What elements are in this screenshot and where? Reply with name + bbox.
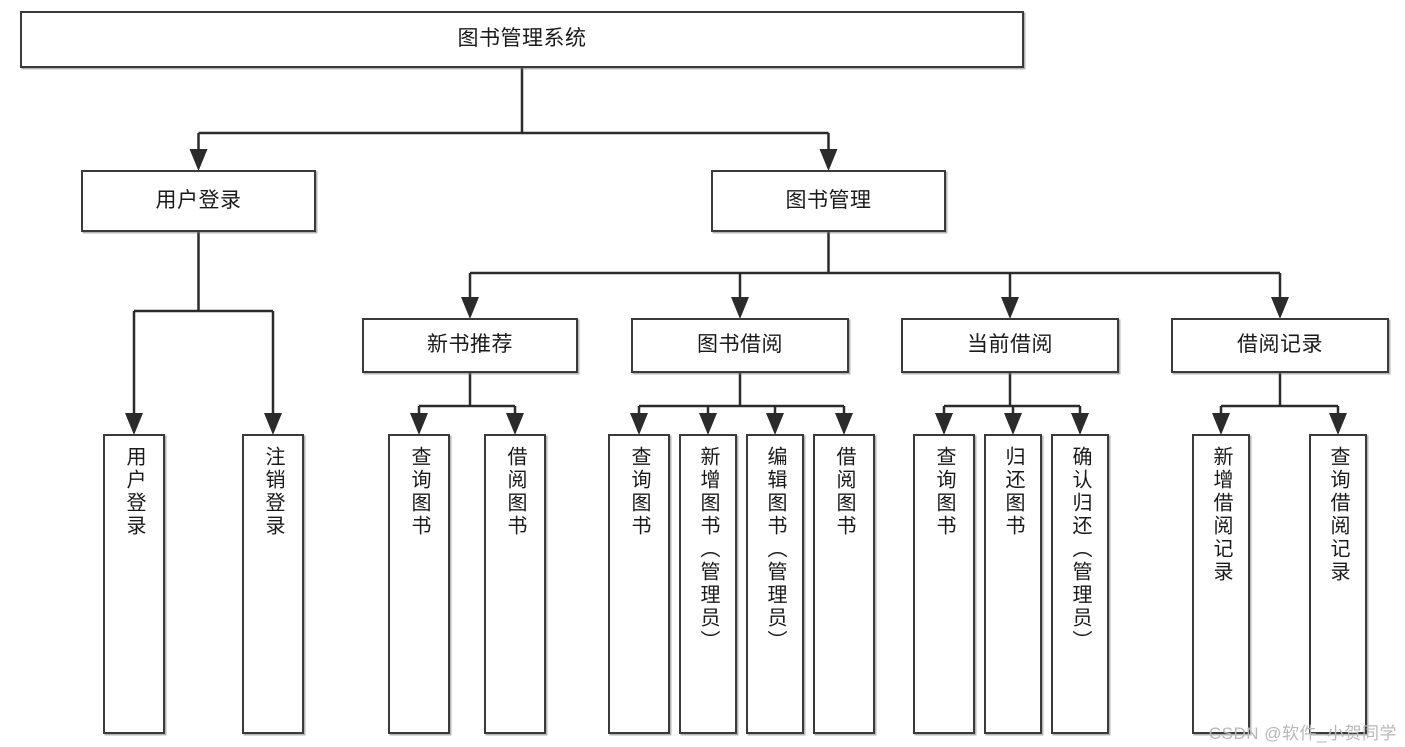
node-bookmgmt[interactable]: 图书管理 [711,170,946,232]
node-label: 归还图书 [1002,446,1024,538]
node-leaf-cur-confirm[interactable]: 确认归还（管理员） [1051,434,1109,734]
node-borrow[interactable]: 图书借阅 [631,318,849,373]
node-leaf-rec-query[interactable]: 查询借阅记录 [1309,434,1367,734]
arrowhead-icon [1271,297,1289,319]
arrowhead-icon [1004,413,1022,435]
node-label: 新增借阅记录 [1210,446,1232,584]
node-records[interactable]: 借阅记录 [1171,318,1389,373]
node-label: 新增图书（管理员） [697,446,719,653]
node-leaf-user-logout[interactable]: 注销登录 [242,434,304,734]
node-label: 图书管理系统 [457,27,587,51]
node-current[interactable]: 当前借阅 [901,318,1119,373]
node-label: 注销登录 [262,446,284,538]
node-label: 查询借阅记录 [1327,446,1349,584]
node-label: 查询图书 [933,446,955,538]
arrowhead-icon [819,149,838,171]
node-leaf-bk-edit[interactable]: 编辑图书（管理员） [746,434,804,734]
node-label: 查询图书 [408,446,430,538]
node-label: 借阅记录 [1237,333,1323,357]
node-label: 图书借阅 [697,333,783,357]
node-newbook[interactable]: 新书推荐 [362,318,578,373]
node-label: 查询图书 [628,446,650,538]
arrowhead-icon [935,413,953,435]
node-label: 当前借阅 [967,333,1053,357]
node-label: 借阅图书 [833,446,855,538]
watermark: CSDN @软件_小贺同学 [1208,724,1397,743]
arrowhead-icon [506,413,524,435]
node-leaf-bk-add[interactable]: 新增图书（管理员） [679,434,737,734]
node-label: 图书管理 [785,188,872,212]
arrowhead-icon [731,297,749,319]
node-label: 借阅图书 [504,446,526,538]
node-label: 确认归还（管理员） [1069,446,1091,653]
arrowhead-icon [630,413,648,435]
arrowhead-icon [125,413,143,435]
arrowhead-icon [189,149,208,171]
node-leaf-user-login[interactable]: 用户登录 [103,434,165,734]
node-login[interactable]: 用户登录 [81,170,316,232]
arrowhead-icon [1329,413,1347,435]
node-leaf-nb-borrow[interactable]: 借阅图书 [484,434,546,734]
node-label: 用户登录 [123,446,145,538]
node-leaf-cur-return[interactable]: 归还图书 [984,434,1042,734]
node-label: 编辑图书（管理员） [764,446,786,653]
node-leaf-nb-query[interactable]: 查询图书 [388,434,450,734]
node-leaf-bk-borrow[interactable]: 借阅图书 [813,434,875,734]
node-label: 新书推荐 [427,333,513,357]
arrowhead-icon [410,413,428,435]
arrowhead-icon [766,413,784,435]
arrowhead-icon [1212,413,1230,435]
arrowhead-icon [835,413,853,435]
node-leaf-rec-add[interactable]: 新增借阅记录 [1192,434,1250,734]
node-leaf-cur-query[interactable]: 查询图书 [913,434,975,734]
node-label: 用户登录 [155,188,242,212]
node-root[interactable]: 图书管理系统 [20,11,1024,68]
arrowhead-icon [1071,413,1089,435]
arrowhead-icon [1001,297,1019,319]
arrowhead-icon [699,413,717,435]
arrowhead-icon [264,413,282,435]
arrowhead-icon [461,297,479,319]
node-leaf-bk-query[interactable]: 查询图书 [608,434,670,734]
